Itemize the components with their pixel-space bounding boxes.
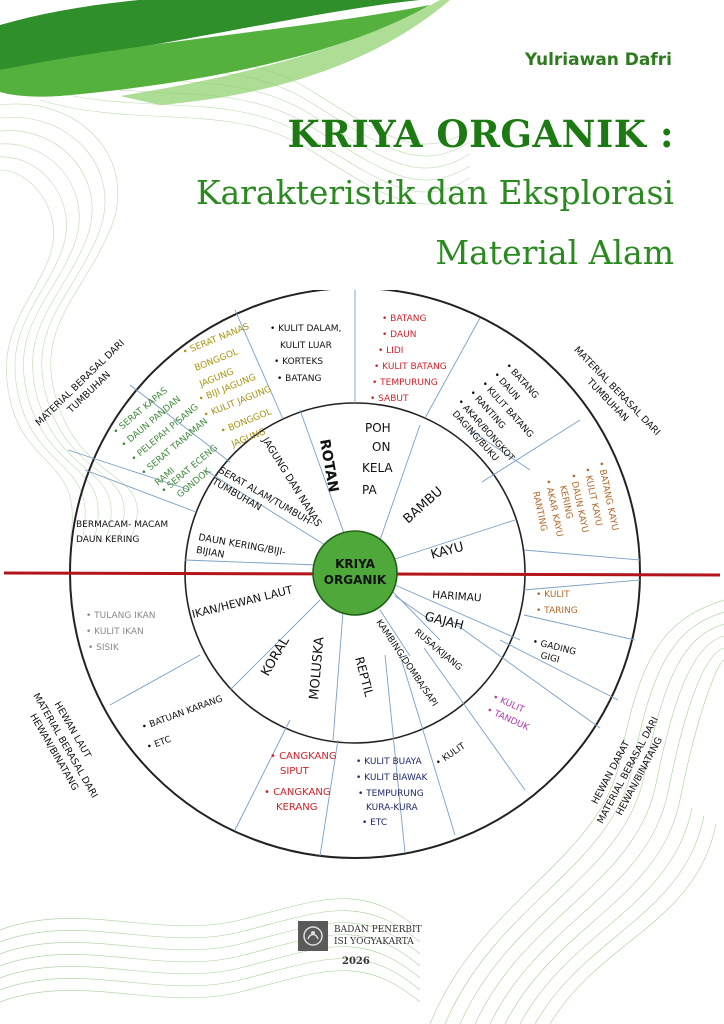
label-harimau: HARIMAU xyxy=(432,589,482,604)
outer-label-top-right-1: MATERIAL BERASAL DARI xyxy=(571,345,662,438)
book-subtitle-line1: Karakteristik dan Eksplorasi xyxy=(195,173,674,212)
items-kambing: • KULIT xyxy=(434,741,468,768)
publisher-name-line1: BADAN PENERBIT xyxy=(334,925,422,935)
item-ikan-1: • TULANG IKAN xyxy=(86,611,156,621)
publisher-name: BADAN PENERBIT ISI YOGYAKARTA xyxy=(334,924,422,948)
items-bambu: • BATANG • DAUN • KULIT BATANG • RANTING… xyxy=(450,361,540,464)
book-title: KRIYA ORGANIK : xyxy=(287,112,674,156)
item-rotan-3: • KORTEKS xyxy=(274,357,323,367)
item-kelapa-6: • SABUT xyxy=(370,394,409,404)
item-moluska-1: • CANGKANG xyxy=(270,751,337,762)
label-kambing: KAMBING/DOMBA/SAPI xyxy=(374,618,440,709)
publisher-block: BADAN PENERBIT ISI YOGYAKARTA xyxy=(298,921,422,951)
item-rotan-4: • BATANG xyxy=(277,374,321,384)
items-kayu: • BATANG KAYU • KULIT KAYU • DAUN KAYU K… xyxy=(530,461,619,538)
item-moluska-3: • CANGKANG xyxy=(264,787,331,798)
label-kayu: KAYU xyxy=(429,540,465,563)
item-kelapa-3: • LIDI xyxy=(378,346,403,356)
item-harimau-2: • TARING xyxy=(536,606,578,616)
center-label-line1: KRIYA xyxy=(335,557,376,571)
item-moluska-2: SIPUT xyxy=(280,766,310,777)
center-label-line2: ORGANIK xyxy=(324,573,387,587)
item-daun-2: DAUN KERING xyxy=(76,535,139,545)
item-rotan-2: KULIT LUAR xyxy=(280,341,332,351)
items-koral: • BATUAN KARANG • ETC xyxy=(141,694,225,753)
center-circle xyxy=(312,530,398,616)
item-kelapa-4: • KULIT BATANG xyxy=(374,362,447,372)
outer-label-top-left-1: MATERIAL BERASAL DARI xyxy=(34,338,127,429)
item-reptil-3: • TEMPURUNG xyxy=(358,789,424,799)
items-rotan: • KULIT DALAM, KULIT LUAR • KORTEKS • BA… xyxy=(270,324,341,384)
item-kelapa-5: • TEMPURUNG xyxy=(372,378,438,388)
item-harimau-1: • KULIT xyxy=(536,590,570,600)
publication-year: 2026 xyxy=(342,956,370,967)
item-reptil-2: • KULIT BIAWAK xyxy=(356,773,429,783)
item-rotan-1: • KULIT DALAM, xyxy=(270,324,341,334)
items-gajah: • GADING GIGI xyxy=(531,637,577,665)
green-leaf-swoosh xyxy=(0,0,450,105)
item-reptil-1: • KULIT BUAYA xyxy=(356,757,422,767)
author-name: Yulriawan Dafri xyxy=(524,50,672,70)
item-reptil-4: KURA-KURA xyxy=(366,803,418,813)
label-kelapa-1: POH xyxy=(365,421,391,435)
item-koral-2: • ETC xyxy=(146,735,173,753)
items-ikan: • TULANG IKAN • KULIT IKAN • SISIK xyxy=(86,611,156,653)
label-moluska: MOLUSKA xyxy=(307,636,327,700)
contour-lines-bottom xyxy=(0,599,724,1024)
sector-dividers xyxy=(67,290,641,857)
items-kelapa: • BATANG • DAUN • LIDI • KULIT BATANG • … xyxy=(370,314,447,404)
book-subtitle-line2: Material Alam xyxy=(435,233,674,272)
items-harimau: • KULIT • TARING xyxy=(536,590,578,616)
publisher-logo-icon xyxy=(298,921,328,951)
items-moluska: • CANGKANG SIPUT • CANGKANG KERANG xyxy=(264,751,337,813)
label-reptil: REPTIL xyxy=(352,655,376,698)
item-kelapa-2: • DAUN xyxy=(382,330,416,340)
items-reptil: • KULIT BUAYA • KULIT BIAWAK • TEMPURUNG… xyxy=(356,757,429,828)
items-rusa: • KULIT • TANDUK xyxy=(485,693,531,734)
classification-wheel: KRIYA ORGANIK MATERIAL BERASAL DARI TUMB… xyxy=(3,290,721,859)
item-ikan-3: • SISIK xyxy=(88,643,120,653)
item-daun-1: BERMACAM- MACAM xyxy=(76,520,168,530)
label-bambu: BAMBU xyxy=(401,484,446,527)
label-rusa: RUSA/KIJANG xyxy=(412,628,464,673)
contour-lines-top-left xyxy=(0,39,471,541)
label-daun-kering-2: BIJIAN xyxy=(195,545,225,561)
item-kelapa-1: • BATANG xyxy=(382,314,426,324)
publisher-name-line2: ISI YOGYAKARTA xyxy=(334,937,414,947)
items-daun: BERMACAM- MACAM DAUN KERING xyxy=(76,520,168,545)
item-rusa-2: • TANDUK xyxy=(485,706,531,734)
item-gajah-2: GIGI xyxy=(539,651,560,665)
item-moluska-4: KERANG xyxy=(276,802,318,813)
label-kelapa-3: KELA xyxy=(362,461,393,475)
item-reptil-5: • ETC xyxy=(362,818,387,828)
connector-lines xyxy=(499,579,641,701)
label-kelapa-4: PA xyxy=(362,483,377,497)
item-ikan-2: • KULIT IKAN xyxy=(86,627,144,637)
item-kambing-1: • KULIT xyxy=(434,741,468,768)
item-koral-1: • BATUAN KARANG xyxy=(141,694,225,733)
label-kelapa-2: ON xyxy=(372,440,390,454)
label-ikan: IKAN/HEWAN LAUT xyxy=(191,583,295,621)
